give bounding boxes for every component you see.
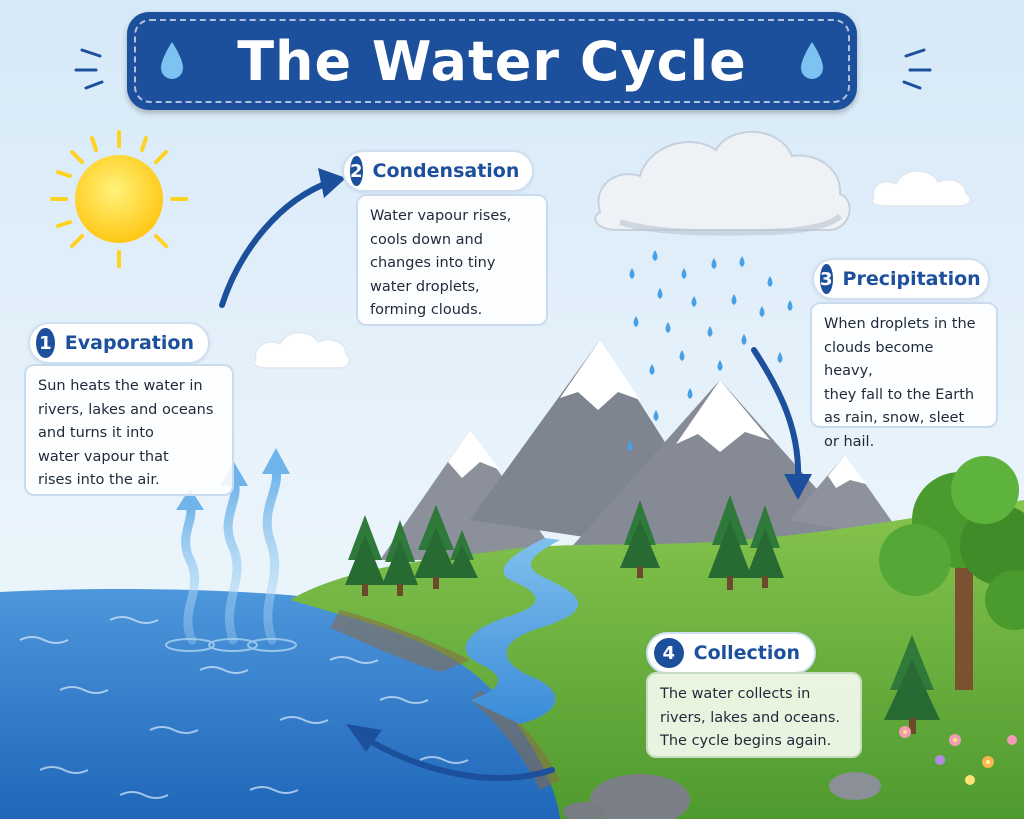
ripples xyxy=(165,638,297,652)
flower-icon xyxy=(899,726,1017,785)
arrow-icon xyxy=(181,465,282,645)
ocean-waves xyxy=(19,616,469,799)
raindrop-icon xyxy=(627,250,793,451)
tree-icon xyxy=(879,456,1024,690)
arrow-icon xyxy=(219,168,346,308)
step-label-condensation: 2 Condensation xyxy=(342,150,534,192)
arrow-icon xyxy=(346,724,555,782)
step-description-condensation: Water vapour rises, cools down and chang… xyxy=(356,194,548,326)
step-name: Condensation xyxy=(372,160,520,182)
arrow-icon xyxy=(751,347,812,500)
decoration xyxy=(74,48,932,90)
tree-icon xyxy=(345,495,940,734)
cloud-icon xyxy=(253,170,971,369)
step-label-collection: 4 Collection xyxy=(646,632,816,674)
step-description-collection: The water collects in rivers, lakes and … xyxy=(646,672,862,758)
step-name: Evaporation xyxy=(64,332,194,354)
step-number: 3 xyxy=(820,264,833,294)
title-banner: The Water Cycle xyxy=(127,12,857,110)
step-number: 1 xyxy=(36,328,55,358)
step-number: 4 xyxy=(654,638,684,668)
sun-icon xyxy=(50,130,188,268)
step-name: Collection xyxy=(693,642,800,664)
step-label-evaporation: 1 Evaporation xyxy=(28,322,210,364)
rock-icon xyxy=(563,772,881,819)
cloud-icon xyxy=(594,130,851,236)
raindrop-icon xyxy=(161,42,183,79)
page-title: The Water Cycle xyxy=(237,29,747,93)
step-description-precipitation: When droplets in the clouds become heavy… xyxy=(810,302,998,450)
step-name: Precipitation xyxy=(842,268,981,290)
river xyxy=(465,538,579,724)
step-label-precipitation: 3 Precipitation xyxy=(812,258,990,300)
step-number: 2 xyxy=(350,156,363,186)
raindrop-icon xyxy=(801,42,823,79)
step-description-evaporation: Sun heats the water in rivers, lakes and… xyxy=(24,364,234,496)
